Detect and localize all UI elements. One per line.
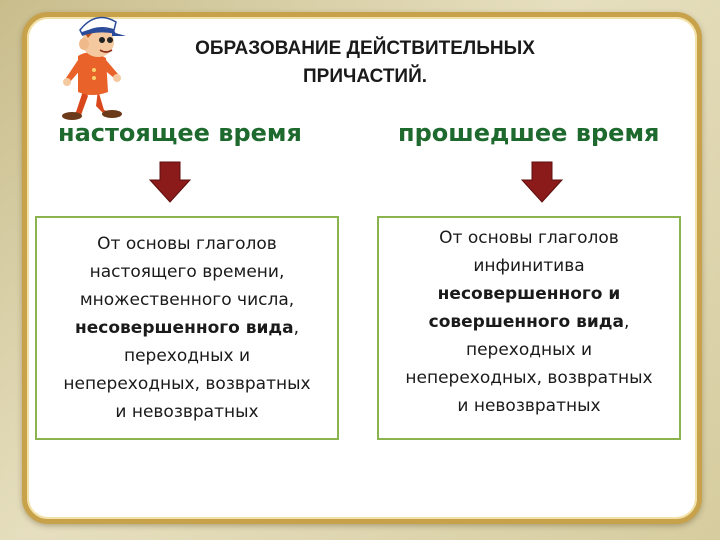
rule-line: переходных и: [37, 342, 337, 370]
rule-line: От основы глаголов: [37, 230, 337, 258]
page-title: ОБРАЗОВАНИЕ ДЕЙСТВИТЕЛЬНЫХ ПРИЧАСТИЙ.: [130, 35, 600, 91]
heading-present-tense: настоящее время: [58, 119, 302, 147]
rule-line: множественного числа,: [37, 286, 337, 314]
rule-line: настоящего времени,: [37, 258, 337, 286]
rule-emphasis: несовершенного и: [379, 280, 679, 308]
heading-past-tense: прошедшее время: [398, 119, 659, 147]
rule-line: переходных и: [379, 336, 679, 364]
rule-line: и невозвратных: [37, 398, 337, 426]
rule-line: и невозвратных: [379, 392, 679, 420]
rule-punctuation: ,: [624, 312, 629, 332]
rule-line: инфинитива: [379, 252, 679, 280]
title-line-1: ОБРАЗОВАНИЕ ДЕЙСТВИТЕЛЬНЫХ: [130, 35, 600, 63]
rule-line: совершенного вида,: [379, 308, 679, 336]
title-line-2: ПРИЧАСТИЙ.: [130, 63, 600, 91]
rule-line: непереходных, возвратных: [37, 370, 337, 398]
rule-emphasis: совершенного вида: [429, 312, 624, 332]
present-tense-rule-box: От основы глаголов настоящего времени, м…: [35, 216, 339, 440]
down-arrow-icon: [520, 160, 564, 204]
rule-punctuation: ,: [294, 318, 299, 338]
rule-line: непереходных, возвратных: [379, 364, 679, 392]
past-tense-rule-box: От основы глаголов инфинитива несовершен…: [377, 216, 681, 440]
down-arrow-icon: [148, 160, 192, 204]
rule-line: несовершенного вида,: [37, 314, 337, 342]
rule-emphasis: несовершенного вида: [75, 318, 294, 338]
rule-line: От основы глаголов: [379, 224, 679, 252]
